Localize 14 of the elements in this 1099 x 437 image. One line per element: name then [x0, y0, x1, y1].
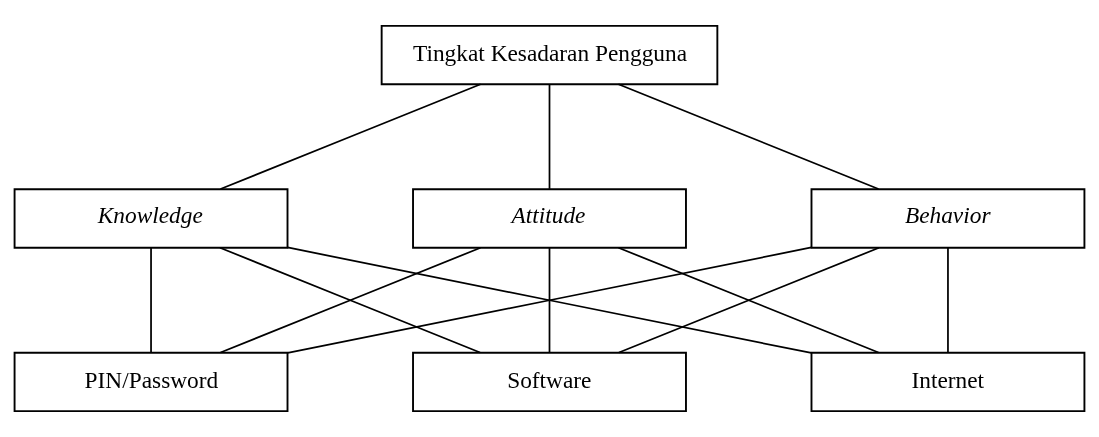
connector [150, 247, 152, 354]
connector [617, 83, 880, 190]
node-box: Software [412, 351, 687, 413]
connector [548, 247, 551, 354]
node-box: Knowledge [13, 188, 289, 249]
node-box: Internet [810, 351, 1086, 413]
node-box: PIN/Password [13, 351, 289, 413]
connector [286, 246, 813, 354]
connector [947, 247, 949, 354]
connector [548, 83, 551, 190]
connector [219, 83, 482, 190]
node-box: Behavior [810, 188, 1086, 249]
node-box: Tingkat Kesadaran Pengguna [380, 24, 719, 86]
node-box: Attitude [412, 188, 687, 249]
